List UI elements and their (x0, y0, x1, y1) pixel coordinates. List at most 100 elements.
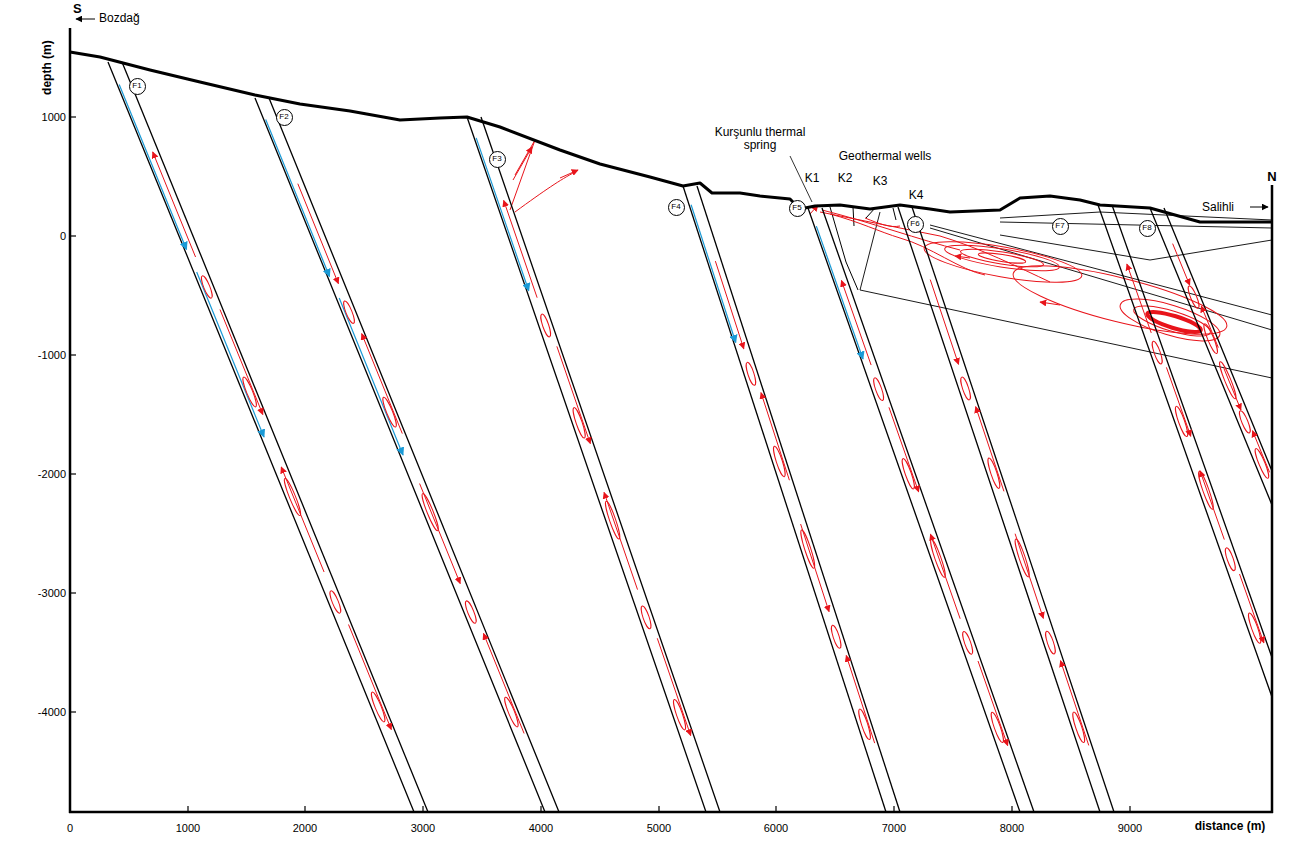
hot-flow (846, 656, 874, 744)
well-name: K4 (909, 189, 924, 202)
convection-loop (381, 396, 399, 428)
well-name: K3 (873, 175, 888, 188)
fault-number: F8 (1142, 224, 1151, 232)
ticks (70, 117, 1130, 812)
fault-number: F6 (910, 220, 919, 228)
fault-line (1164, 208, 1272, 471)
direction-letter: N (1267, 170, 1276, 184)
tick-label: -4000 (38, 706, 66, 718)
convection-loop (603, 500, 622, 540)
fault-line (481, 117, 720, 812)
hot-flow (1224, 368, 1241, 410)
cold-flow (476, 138, 529, 291)
convection-loop (1173, 405, 1189, 437)
direction-arrow (76, 19, 95, 20)
convection-loop (1246, 612, 1262, 644)
convection-loop (639, 605, 652, 630)
tick-label: 3000 (411, 822, 435, 834)
convection-loop (1186, 285, 1201, 309)
hot-flow (420, 484, 461, 584)
hot-flow (841, 280, 871, 365)
hot-flow (978, 661, 1008, 746)
well-name: K2 (838, 172, 853, 185)
hot-flow (930, 280, 958, 365)
convection-loop (1223, 547, 1237, 572)
tick-label: 0 (67, 822, 73, 834)
hot-flow (281, 467, 324, 572)
tick-label: 1000 (42, 111, 66, 123)
hot-flow (1166, 367, 1190, 436)
fault-line (122, 62, 428, 812)
direction-letter: S (73, 2, 82, 16)
fault-callout: F8 (1139, 220, 1156, 237)
convection-loop (1013, 538, 1031, 578)
cold-flow (339, 298, 403, 455)
hot-flow (349, 625, 392, 730)
flow-arrow (513, 147, 1060, 305)
feature-label: Geothermal wells (839, 150, 932, 163)
tick-label: 4000 (529, 822, 553, 834)
fault-zones (108, 62, 1272, 812)
convection-loop (857, 708, 873, 740)
convection-loop (961, 631, 975, 656)
fault-line (108, 62, 414, 812)
hot-flow (362, 334, 403, 434)
convection-loop (772, 445, 788, 477)
convection-loop (799, 529, 817, 569)
convection-loop (1196, 471, 1215, 511)
convection-loop (503, 696, 521, 728)
fault-line (697, 186, 900, 812)
tick-label: 6000 (764, 822, 788, 834)
cold-flow (197, 272, 264, 437)
cold-flow (119, 85, 186, 250)
fault-number: F1 (132, 82, 141, 90)
fault-number: F5 (792, 204, 801, 212)
fault-callout: F3 (489, 151, 506, 168)
feature-label: Kurşunlu thermal spring (705, 126, 815, 152)
convection-loop (900, 458, 916, 490)
hot-flow (604, 492, 637, 589)
convection-loop (830, 624, 843, 649)
convection-loop (241, 376, 259, 408)
convection-loop (539, 313, 552, 338)
tick-label: -3000 (38, 587, 66, 599)
hot-flow (484, 634, 525, 734)
fault-line (1098, 205, 1272, 697)
tick-label: 7000 (882, 822, 906, 834)
convection-loop (1071, 711, 1087, 743)
convection-loop (1044, 630, 1057, 655)
convection-loop (929, 538, 948, 578)
hot-flow (1173, 244, 1190, 286)
hot-flow (504, 200, 537, 297)
hot-flow (1127, 264, 1151, 333)
cold-flow (816, 226, 863, 359)
fault-line (467, 117, 706, 812)
tick-label: 5000 (647, 822, 671, 834)
convection-loop (464, 600, 479, 624)
convection-loop (1150, 340, 1164, 365)
hot-flow (715, 261, 743, 349)
fault-line (1112, 205, 1272, 657)
fault-number: F4 (671, 203, 680, 211)
place-name: Salihli (1202, 201, 1234, 214)
tick-label: -1000 (38, 349, 66, 361)
cold-flow (266, 119, 330, 276)
fault-line (898, 207, 1100, 812)
place-name: Bozdağ (99, 12, 140, 25)
fault-callout: F2 (276, 109, 293, 126)
tick-label: 2000 (293, 822, 317, 834)
convection-loop (199, 275, 214, 299)
hot-flow (1061, 661, 1089, 746)
cold-flow (691, 205, 736, 343)
hot-flow (220, 310, 263, 415)
tick-label: 9000 (1118, 822, 1142, 834)
fault-line (1150, 208, 1272, 505)
convection-loop (1202, 323, 1220, 355)
fault-line (269, 98, 559, 812)
convection-loop (328, 590, 343, 614)
convection-loop (989, 711, 1005, 743)
convection-loop (671, 699, 687, 731)
tick-label: 1000 (176, 822, 200, 834)
axes (69, 28, 1273, 813)
